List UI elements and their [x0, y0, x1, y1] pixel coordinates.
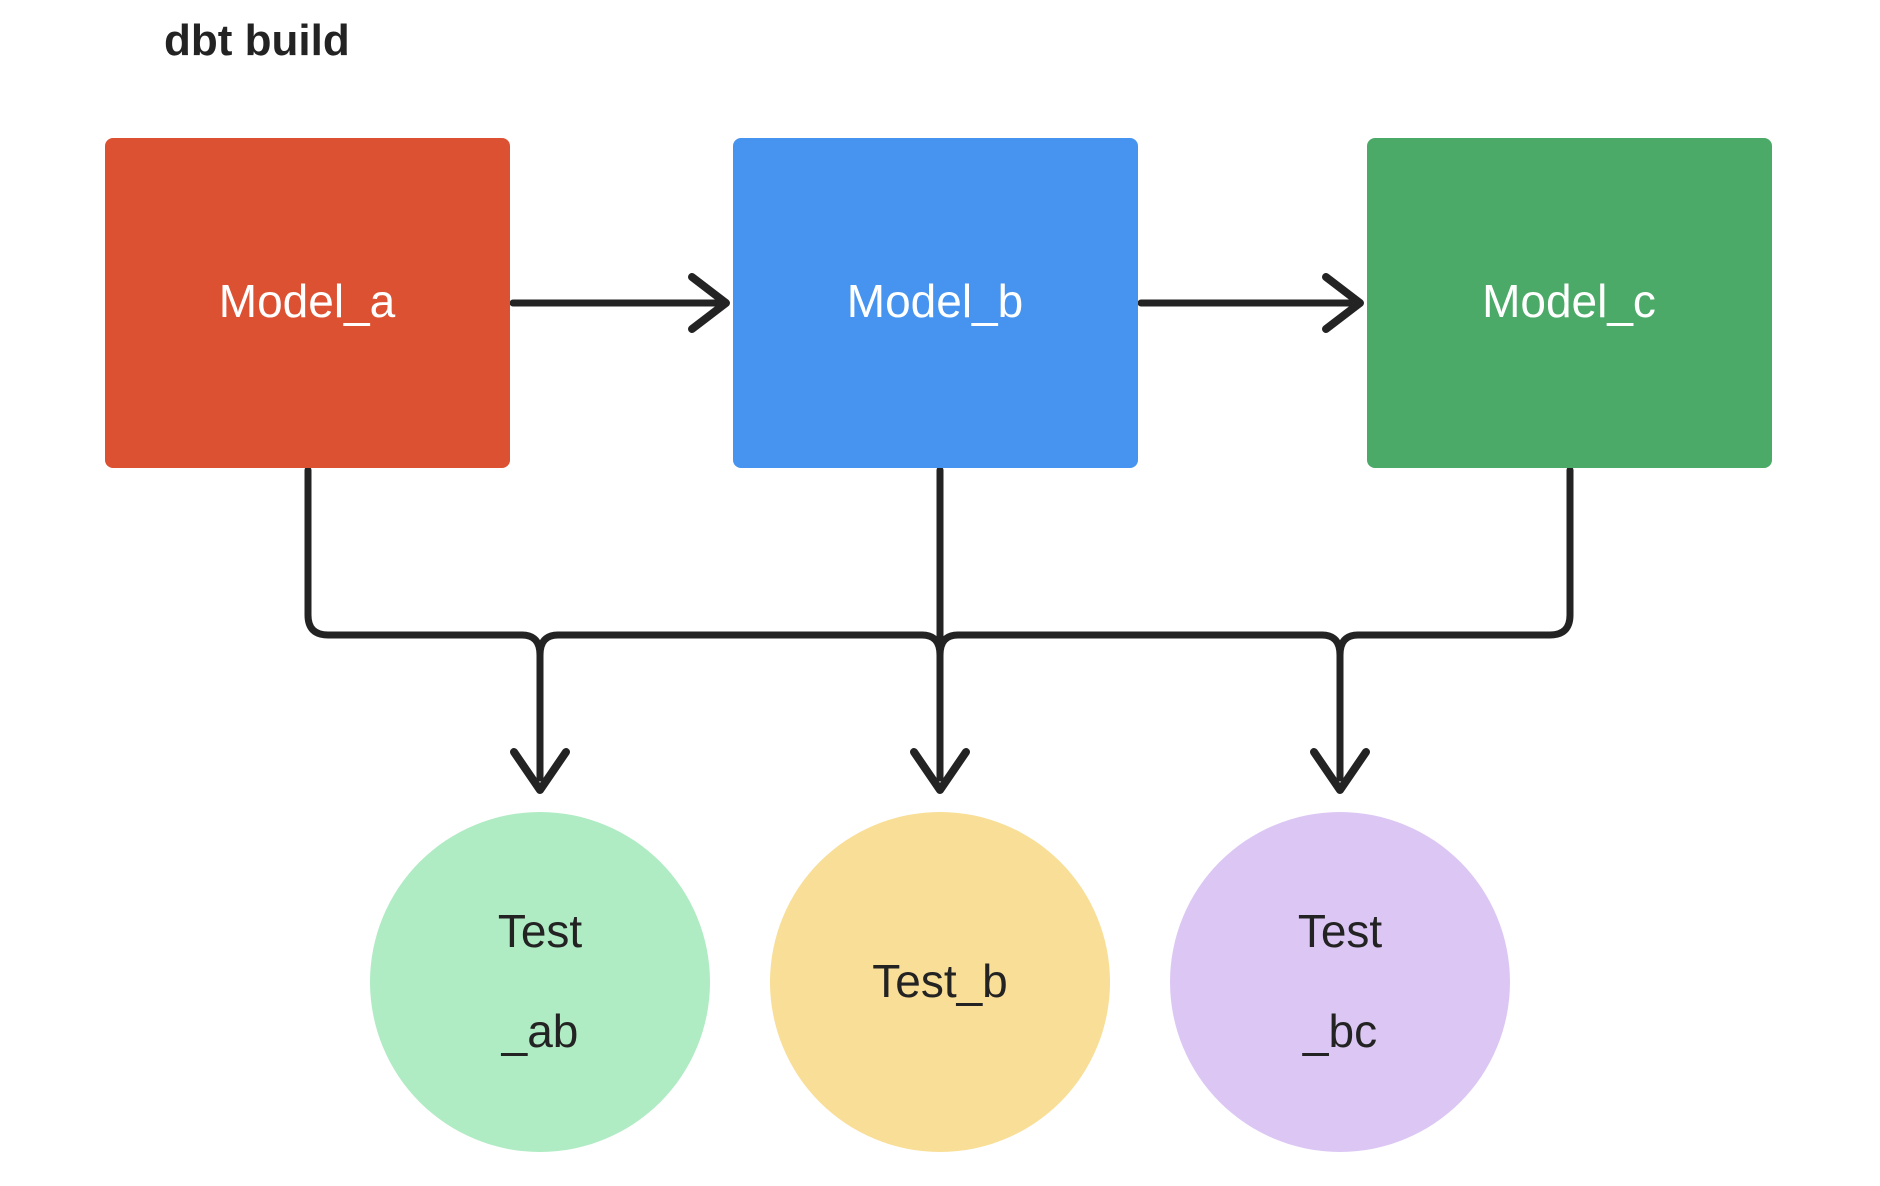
arrowhead-icon [910, 748, 970, 794]
test-ab-shape[interactable] [370, 812, 710, 1152]
edge-line [304, 466, 526, 639]
node-test-ab[interactable]: Test _ab [370, 812, 710, 1152]
node-model-b[interactable]: Model_b [733, 138, 1138, 468]
test-bc-shape[interactable] [1170, 812, 1510, 1152]
edge-line [536, 631, 562, 659]
node-model-a[interactable]: Model_a [105, 138, 510, 468]
arrowhead-icon [510, 748, 570, 794]
model-b-label: Model_b [847, 275, 1023, 327]
test-ab-label-line-2: _ab [501, 1005, 579, 1057]
edge-model-a-to-test-ab [304, 466, 526, 639]
model-b-shape[interactable] [733, 138, 1138, 468]
node-model-c[interactable]: Model_c [1367, 138, 1772, 468]
test-b-shape[interactable] [770, 812, 1110, 1152]
test-b-label-line-1: Test_b [872, 955, 1008, 1007]
edge-line [936, 631, 962, 659]
arrowhead-icon [1322, 273, 1364, 333]
edge-model-b-to-test-b [910, 466, 970, 794]
node-test-bc[interactable]: Test _bc [1170, 812, 1510, 1152]
model-a-label: Model_a [219, 275, 396, 327]
model-a-shape[interactable] [105, 138, 510, 468]
test-ab-label-line-1: Test [498, 905, 583, 957]
arrowhead-icon [1310, 748, 1370, 794]
model-c-shape[interactable] [1367, 138, 1772, 468]
edge-model-b-to-model-c [1137, 273, 1364, 333]
edge-line [1336, 631, 1362, 659]
junction-test-bc [1310, 631, 1370, 794]
page-title: dbt build [164, 16, 350, 65]
edge-line [1354, 466, 1574, 639]
model-c-label: Model_c [1482, 275, 1656, 327]
test-bc-label-line-2: _bc [1302, 1005, 1377, 1057]
junction-test-ab [510, 631, 570, 794]
test-bc-label-line-1: Test [1298, 905, 1383, 957]
node-test-b[interactable]: Test_b [770, 812, 1110, 1152]
edge-model-a-to-model-b [509, 273, 730, 333]
edge-model-c-to-test-bc [1354, 466, 1574, 639]
arrowhead-icon [688, 273, 730, 333]
